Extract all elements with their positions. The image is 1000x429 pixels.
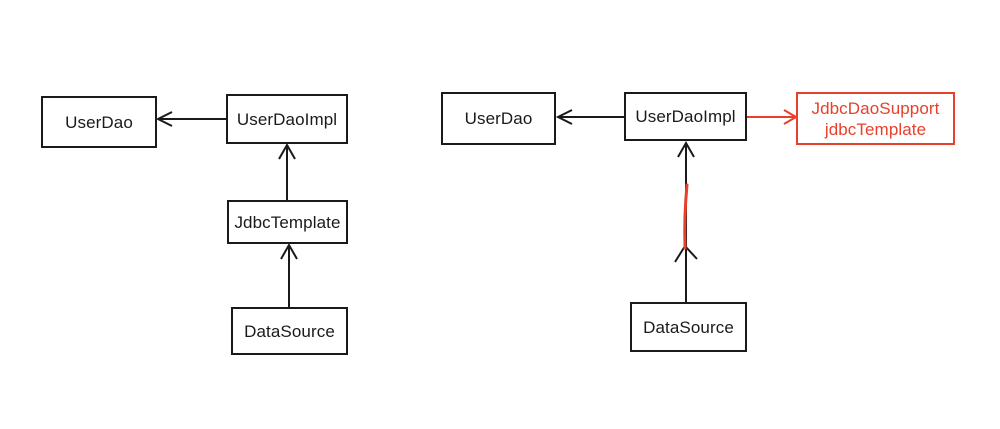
edge-right-impl-to-dao xyxy=(555,109,624,125)
node-left-jdbctemplate[interactable]: JdbcTemplate xyxy=(227,200,348,244)
node-right-userdao[interactable]: UserDao xyxy=(441,92,556,145)
edge-right-impl-to-support xyxy=(747,109,798,125)
edge-left-template-to-impl xyxy=(278,142,296,200)
node-label: UserDaoImpl xyxy=(635,107,736,126)
node-label: DataSource xyxy=(643,317,734,337)
node-label: UserDaoImpl xyxy=(236,109,338,129)
node-label: UserDao xyxy=(464,109,533,128)
node-label: UserDao xyxy=(65,112,133,132)
node-label: DataSource xyxy=(244,321,335,341)
node-label-secondary: jdbcTemplate xyxy=(824,119,927,139)
node-left-userdaoimpl[interactable]: UserDaoImpl xyxy=(226,94,348,144)
node-right-jdbcdaosupport[interactable]: JdbcDaoSupport jdbcTemplate xyxy=(796,92,955,145)
node-label: JdbcTemplate xyxy=(234,212,341,232)
node-label-primary: JdbcDaoSupport xyxy=(811,98,940,118)
edge-left-datasource-to-template xyxy=(280,242,298,307)
node-left-userdao[interactable]: UserDao xyxy=(41,96,157,148)
red-highlight-stroke xyxy=(683,183,689,250)
node-right-datasource[interactable]: DataSource xyxy=(630,302,747,352)
arrowhead-left-icon xyxy=(155,111,173,127)
arrowhead-up-icon xyxy=(677,140,695,158)
left-diagram-edges xyxy=(155,111,298,307)
arrowhead-left-icon xyxy=(555,109,573,125)
arrowhead-up-icon xyxy=(280,242,298,260)
arrowhead-up-icon xyxy=(278,142,296,160)
node-right-userdaoimpl[interactable]: UserDaoImpl xyxy=(624,92,747,141)
node-left-datasource[interactable]: DataSource xyxy=(231,307,348,355)
edge-left-impl-to-dao xyxy=(155,111,226,127)
